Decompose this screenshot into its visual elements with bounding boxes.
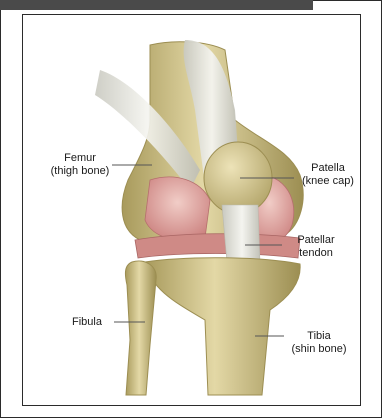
fibula-bone (125, 261, 156, 395)
patella-name: Patella (296, 162, 360, 175)
meniscus (135, 234, 300, 258)
patella-label: Patella (knee cap) (296, 162, 360, 188)
tibia-label: Tibia (shin bone) (286, 330, 352, 356)
femur-name: Femur (50, 152, 110, 165)
patellar-tendon-name: Patellar (284, 234, 348, 247)
femur-label: Femur (thigh bone) (50, 152, 110, 178)
tibia-description: (shin bone) (286, 343, 352, 356)
tibia-bone (145, 258, 300, 395)
patellar-tendon-label: Patellar tendon (284, 234, 348, 260)
fibula-label: Fibula (72, 316, 102, 329)
fibula-name: Fibula (72, 316, 102, 329)
femur-description: (thigh bone) (50, 165, 110, 178)
tibia-name: Tibia (286, 330, 352, 343)
patella-description: (knee cap) (296, 175, 360, 188)
patellar-tendon-description: tendon (284, 247, 348, 260)
